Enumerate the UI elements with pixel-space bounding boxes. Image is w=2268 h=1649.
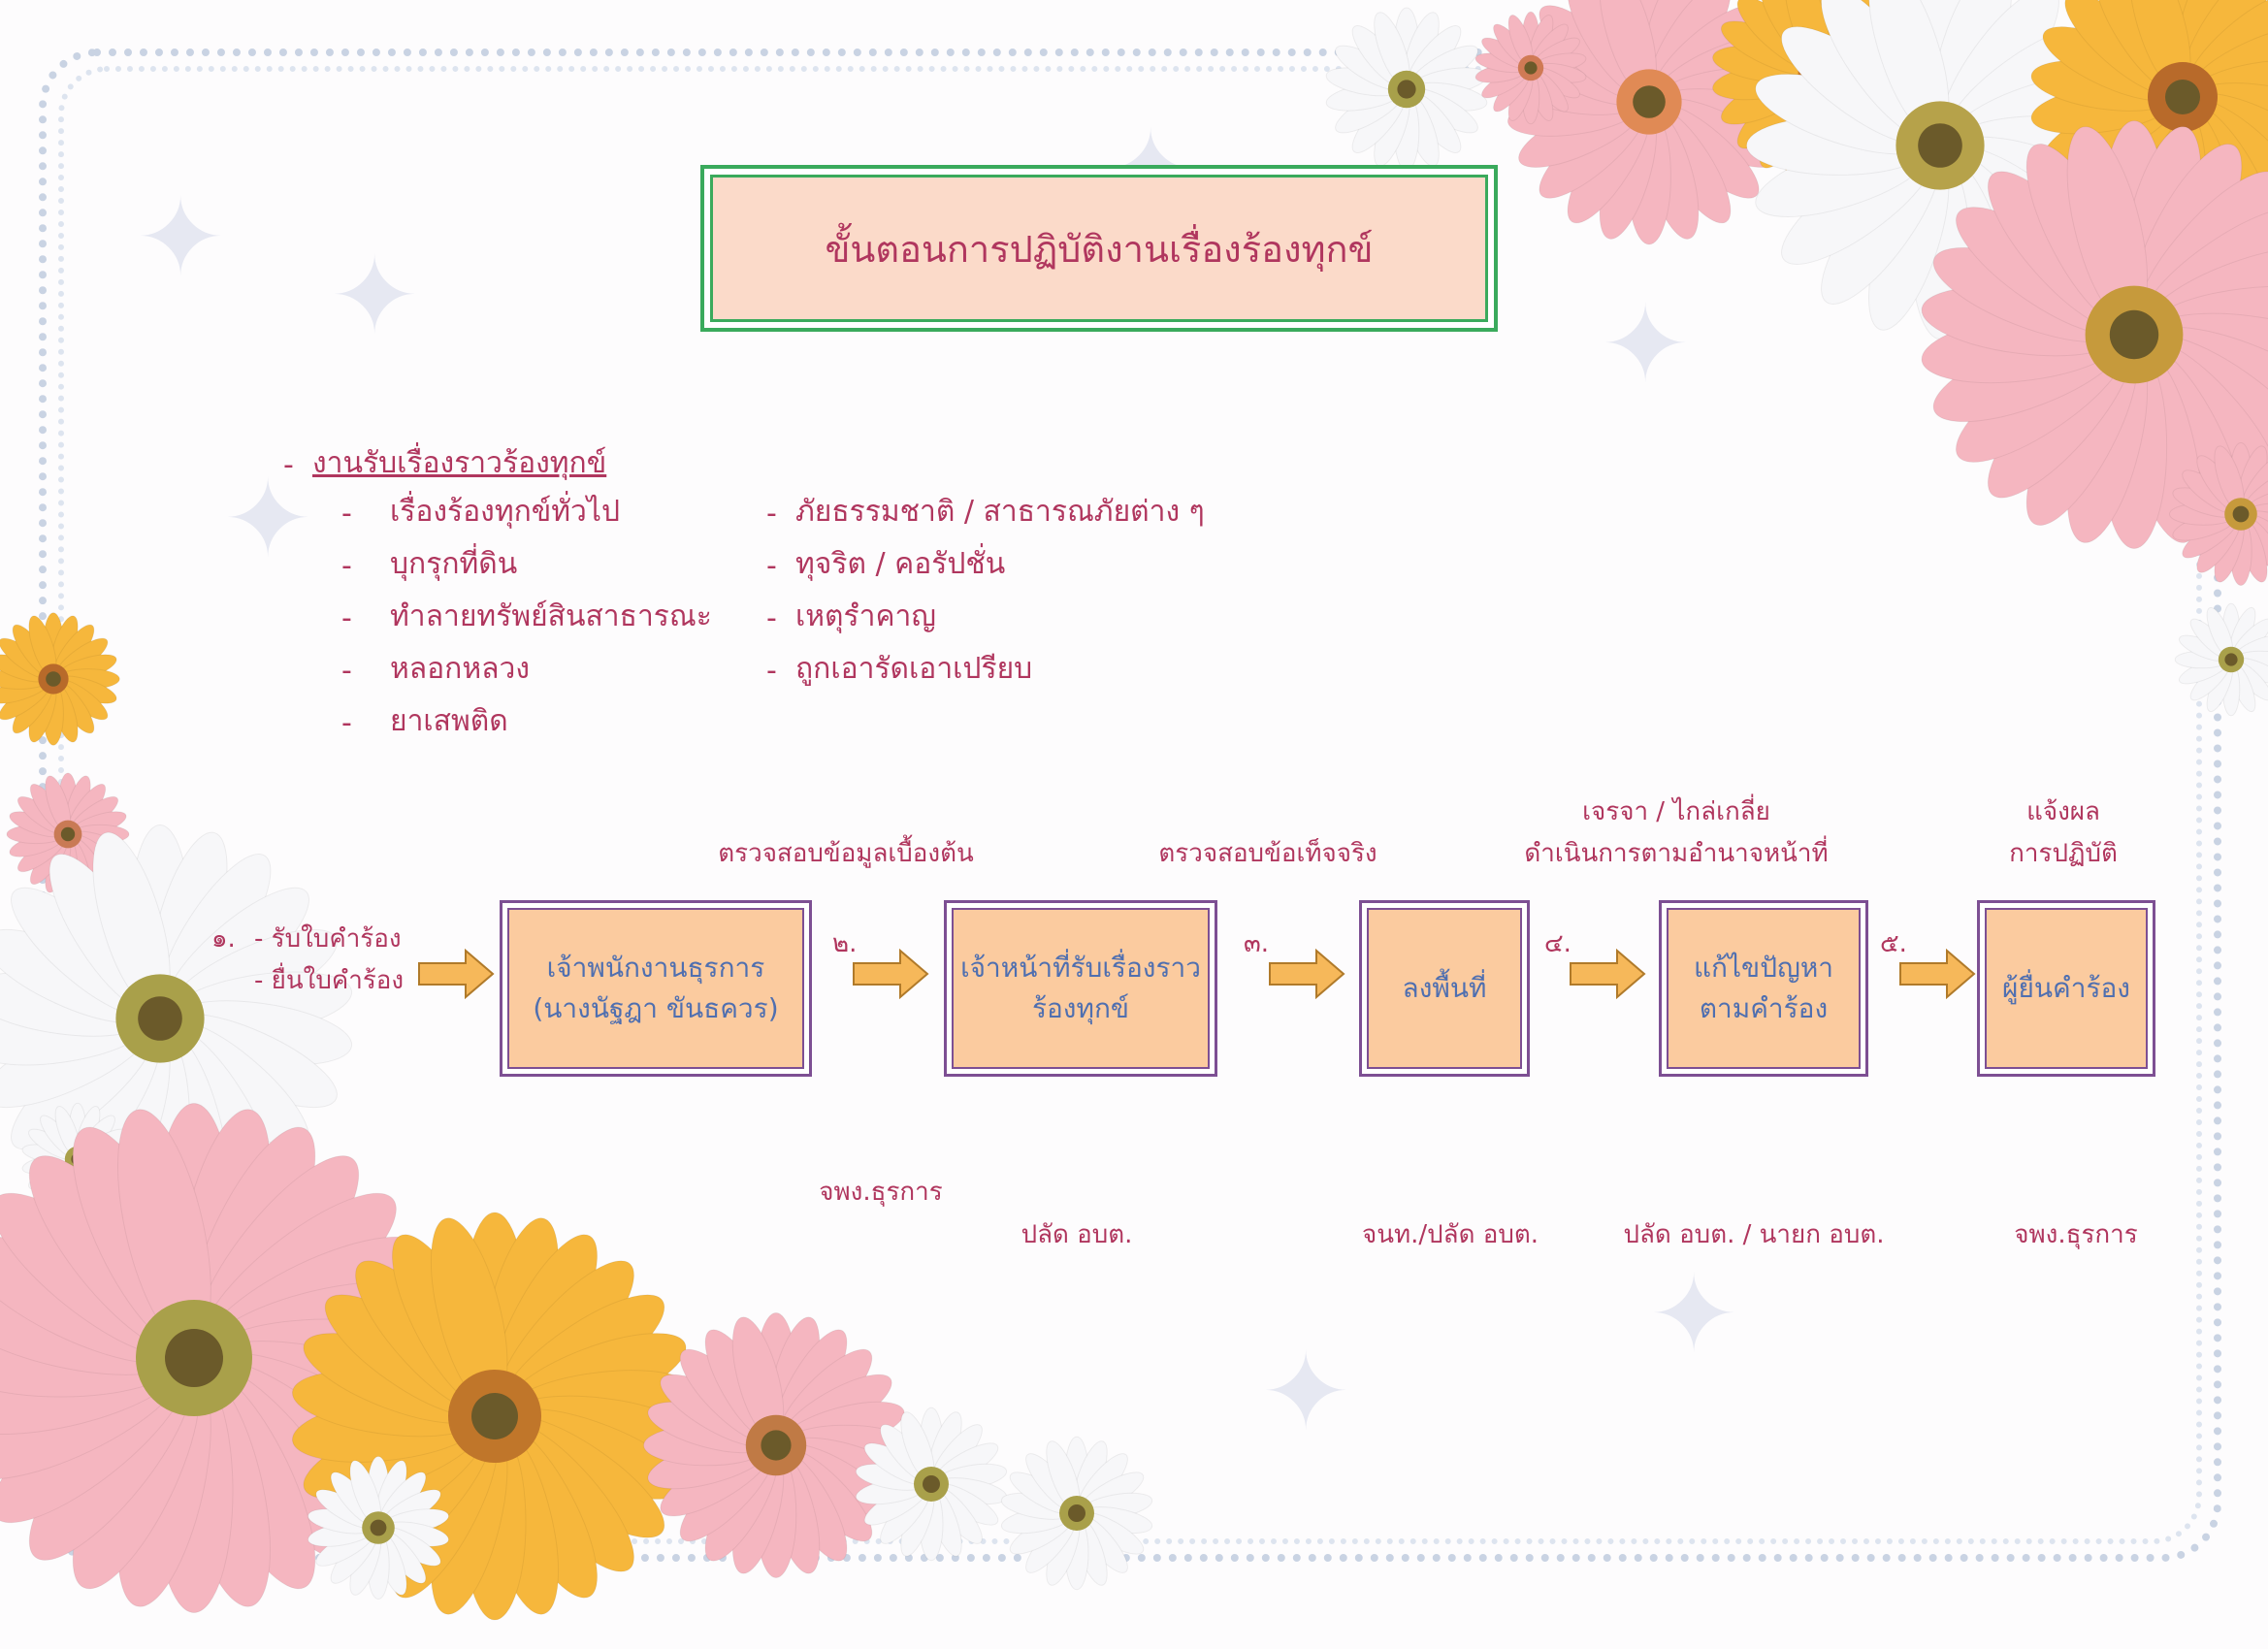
process-box-panel: เจ้าพนักงานธุรการ (นางนัฐฎา ขันธควร): [507, 908, 804, 1069]
list-bullet: -: [766, 601, 777, 635]
sparkle-icon: ✦: [1649, 1252, 1739, 1376]
action-label: ตรวจสอบข้อมูลเบื้องต้น: [718, 839, 974, 868]
list-bullet: -: [341, 654, 352, 688]
arrow-right-icon: [1269, 949, 1345, 999]
process-box-text: ลงพื้นที่: [1402, 972, 1487, 1004]
flower-icon: [1325, 7, 1488, 172]
process-box-panel: แก้ไขปัญหาตามคำร้อง: [1667, 908, 1861, 1069]
intake-item: ถูกเอารัดเอาเปรียบ: [795, 652, 1033, 686]
start-receive-request: - รับใบคำร้อง: [254, 924, 402, 954]
flower-icon: [1474, 11, 1587, 125]
process-box-text: แก้ไขปัญหา: [1693, 952, 1834, 984]
process-box-text: ผู้ยื่นคำร้อง: [2002, 972, 2130, 1004]
arrow-right-icon: [853, 949, 929, 999]
list-bullet: -: [341, 706, 352, 740]
start-submit-request: - ยื่นใบคำร้อง: [254, 966, 405, 995]
action-label: แจ้งผล: [2026, 797, 2100, 826]
process-box-4: แก้ไขปัญหาตามคำร้อง: [1659, 900, 1868, 1077]
sparkle-icon: ✦: [1261, 1330, 1351, 1454]
sparkle-icon: ✦: [223, 457, 313, 581]
responsible-label: ปลัด อบต. / นายก อบต.: [1623, 1220, 1885, 1249]
step-number-2: ๒.: [832, 929, 858, 958]
intake-item: บุกรุกที่ดิน: [390, 547, 518, 581]
sparkle-icon: ✦: [136, 176, 226, 300]
list-bullet: -: [766, 497, 777, 531]
intake-item: ทำลายทรัพย์สินสาธารณะ: [390, 599, 712, 633]
intake-heading: งานรับเรื่องราวร้องทุกข์: [312, 446, 607, 480]
intake-item: ยาเสพติด: [390, 704, 508, 738]
process-box-panel: เจ้าหน้าที่รับเรื่องราวร้องทุกข์: [952, 908, 1210, 1069]
flower-icon: [0, 824, 353, 1212]
step-number-4: ๔.: [1544, 929, 1571, 958]
flower-icon: [291, 1212, 698, 1621]
intake-item: เรื่องร้องทุกข์ทั่วไป: [390, 495, 621, 529]
sparkle-icon: ✦: [1601, 282, 1691, 406]
title-frame: ขั้นตอนการปฏิบัติงานเรื่องร้องทุกข์: [700, 165, 1498, 332]
action-label: ตรวจสอบข้อเท็จจริง: [1158, 839, 1377, 868]
flower-icon: [1000, 1436, 1153, 1591]
list-bullet: -: [766, 654, 777, 688]
sparkle-icon: ✦: [330, 234, 420, 358]
flower-icon: [0, 1103, 449, 1613]
flower-icon: [855, 1406, 1008, 1562]
responsible-label: จพง.ธุรการ: [819, 1178, 943, 1207]
step-number-3: ๓.: [1244, 929, 1270, 958]
flower-icon: [2169, 442, 2268, 586]
process-box-text: ตามคำร้อง: [1699, 992, 1829, 1024]
intake-item: เหตุรำคาญ: [795, 599, 936, 633]
process-box-panel: ผู้ยื่นคำร้อง: [1985, 908, 2148, 1069]
responsible-label: ปลัด อบต.: [1021, 1220, 1133, 1249]
flower-icon: [1921, 120, 2268, 549]
responsible-label: จนท./ปลัด อบต.: [1361, 1220, 1539, 1249]
step-number-1: ๑.: [211, 924, 236, 954]
list-bullet: -: [341, 549, 352, 583]
arrow-right-icon: [418, 949, 495, 999]
intake-item: ภัยธรรมชาติ / สาธารณภัยต่าง ๆ: [795, 495, 1205, 529]
intake-item: หลอกหลวง: [390, 652, 530, 686]
flower-icon: [308, 1456, 449, 1600]
list-bullet: -: [766, 549, 777, 583]
action-label: การปฏิบัติ: [2009, 839, 2118, 868]
list-bullet: -: [341, 497, 352, 531]
process-box-text: (นางนัฐฎา ขันธควร): [533, 992, 779, 1024]
process-box-3: ลงพื้นที่: [1359, 900, 1530, 1077]
action-label: ดำเนินการตามอำนาจหน้าที่: [1524, 839, 1829, 868]
flower-icon: [2174, 602, 2268, 717]
process-box-1: เจ้าพนักงานธุรการ (นางนัฐฎา ขันธควร): [500, 900, 812, 1077]
process-box-text: ร้องทุกข์: [1031, 992, 1130, 1024]
heading-bullet: -: [283, 448, 294, 482]
process-box-2: เจ้าหน้าที่รับเรื่องราวร้องทุกข์: [944, 900, 1217, 1077]
flower-icon: [0, 612, 120, 746]
page-title: ขั้นตอนการปฏิบัติงานเรื่องร้องทุกข์: [825, 227, 1374, 271]
action-label: เจรจา / ไกล่เกลี่ย: [1582, 797, 1770, 826]
list-bullet: -: [341, 601, 352, 635]
step-number-5: ๕.: [1880, 929, 1907, 958]
arrow-right-icon: [1570, 949, 1646, 999]
process-box-text: เจ้าพนักงานธุรการ: [546, 952, 765, 984]
process-box-5: ผู้ยื่นคำร้อง: [1977, 900, 2155, 1077]
process-box-text: เจ้าหน้าที่รับเรื่องราว: [960, 952, 1201, 984]
title-panel: ขั้นตอนการปฏิบัติงานเรื่องร้องทุกข์: [710, 175, 1488, 322]
responsible-label: จพง.ธุรการ: [2014, 1220, 2138, 1249]
intake-item: ทุจริต / คอรัปชั่น: [795, 547, 1006, 581]
process-box-panel: ลงพื้นที่: [1367, 908, 1522, 1069]
arrow-right-icon: [1899, 949, 1976, 999]
